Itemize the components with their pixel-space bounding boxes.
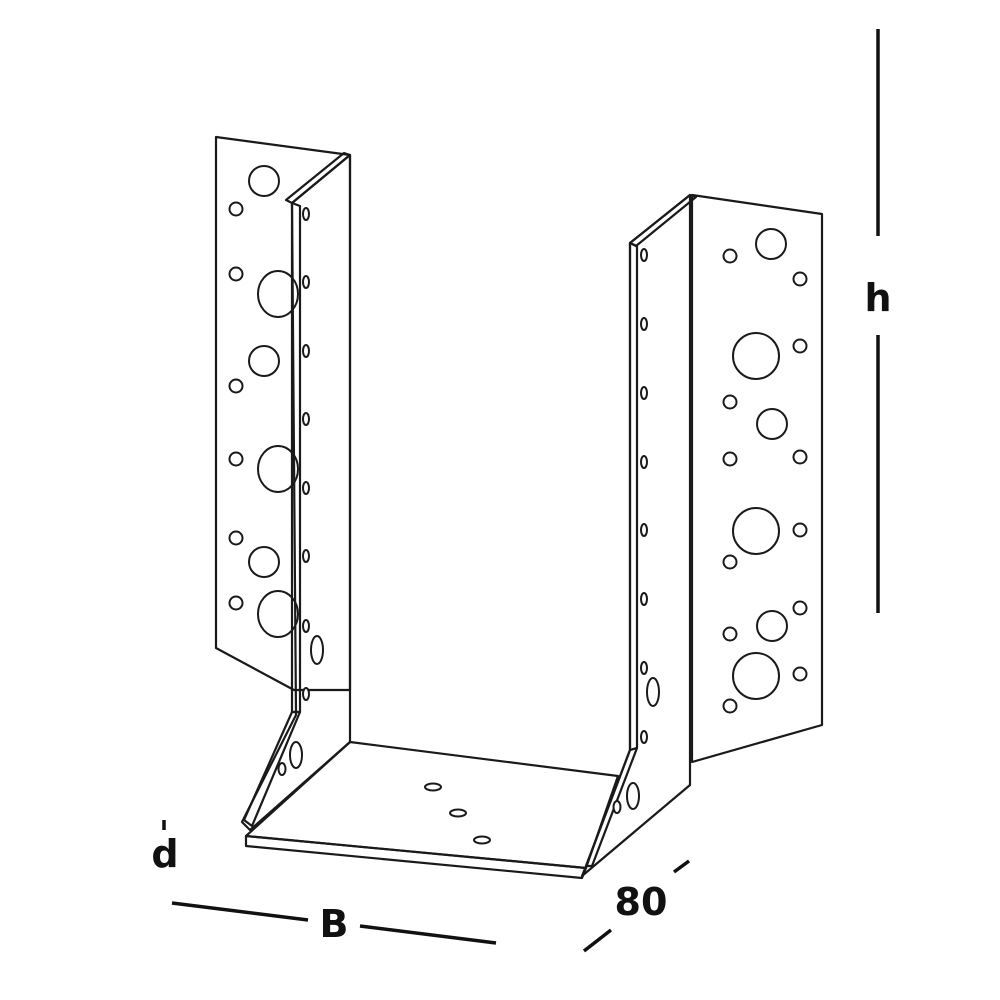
width-label: B xyxy=(320,902,349,946)
depth-dim-line-top xyxy=(672,859,691,874)
thickness-label: d xyxy=(151,832,178,876)
height-dimension: h xyxy=(864,29,892,613)
right-flange-holes xyxy=(722,228,808,714)
left-side-wall xyxy=(240,151,352,832)
width-dim-line-left xyxy=(171,901,309,922)
width-dim-line-right xyxy=(359,924,497,945)
depth-label: 80 xyxy=(615,880,668,924)
right-flange xyxy=(690,193,824,764)
width-dimension: B xyxy=(171,901,497,946)
left-wall-holes xyxy=(277,207,324,776)
height-label: h xyxy=(864,276,891,320)
depth-dim-line-bottom xyxy=(582,928,613,953)
left-flange-holes xyxy=(228,165,299,638)
base-plate-holes xyxy=(424,782,491,845)
thickness-dimension: d xyxy=(151,820,179,876)
left-flange xyxy=(214,135,352,692)
right-side-wall xyxy=(580,193,698,878)
depth-dimension: 80 xyxy=(582,859,691,953)
right-wall-holes xyxy=(612,248,660,814)
